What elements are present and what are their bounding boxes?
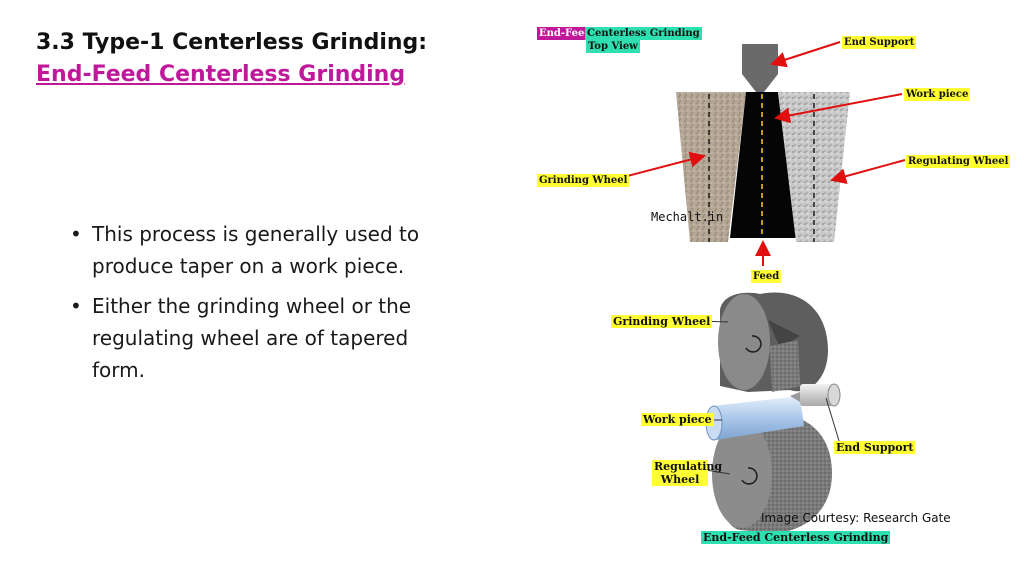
- bottom-figure-caption: End-Feed Centerless Grinding: [701, 531, 891, 544]
- workpiece-top: [730, 92, 796, 238]
- end-support-block: [742, 44, 778, 74]
- workpiece-3d: [712, 396, 804, 440]
- grinding-wheel-top: [676, 92, 746, 242]
- regulating-wheel-face: [712, 420, 772, 528]
- bullet-item: This process is generally used to produc…: [70, 218, 450, 282]
- top-view-diagram: [611, 41, 906, 266]
- grinding-wheel-face: [718, 294, 770, 390]
- image-courtesy: Image Courtesy: Research Gate: [761, 511, 951, 525]
- label-end-support-3d: End Support: [834, 441, 916, 454]
- label-grinding-wheel: Grinding Wheel: [537, 174, 630, 187]
- label-grinding-wheel-3d: Grinding Wheel: [611, 315, 713, 328]
- watermark: Mechalt.in: [651, 210, 724, 224]
- label-end-support: End Support: [842, 36, 917, 49]
- top-figure-title-topview: Top View: [586, 40, 640, 53]
- bullet-list: This process is generally used to produc…: [70, 218, 450, 394]
- label-regulating-wheel: Regulating Wheel: [906, 155, 1011, 168]
- end-support-tip: [742, 74, 778, 92]
- label-regulating-wheel-3d: Regulating Wheel: [652, 460, 723, 486]
- bullet-item: Either the grinding wheel or the regulat…: [70, 290, 450, 386]
- end-support-3d: [800, 384, 834, 406]
- top-figure-title-endfeed: End-Feed: [537, 27, 594, 40]
- slide-title: 3.3 Type-1 Centerless Grinding:: [36, 30, 428, 55]
- label-feed: Feed: [751, 270, 782, 283]
- label-work-piece-3d: Work piece: [641, 413, 714, 426]
- label-work-piece: Work piece: [904, 88, 971, 101]
- slide-subtitle-link[interactable]: End-Feed Centerless Grinding: [36, 62, 406, 87]
- top-figure-title-centerless: Centerless Grinding: [585, 27, 702, 40]
- isometric-view-diagram: [699, 292, 841, 534]
